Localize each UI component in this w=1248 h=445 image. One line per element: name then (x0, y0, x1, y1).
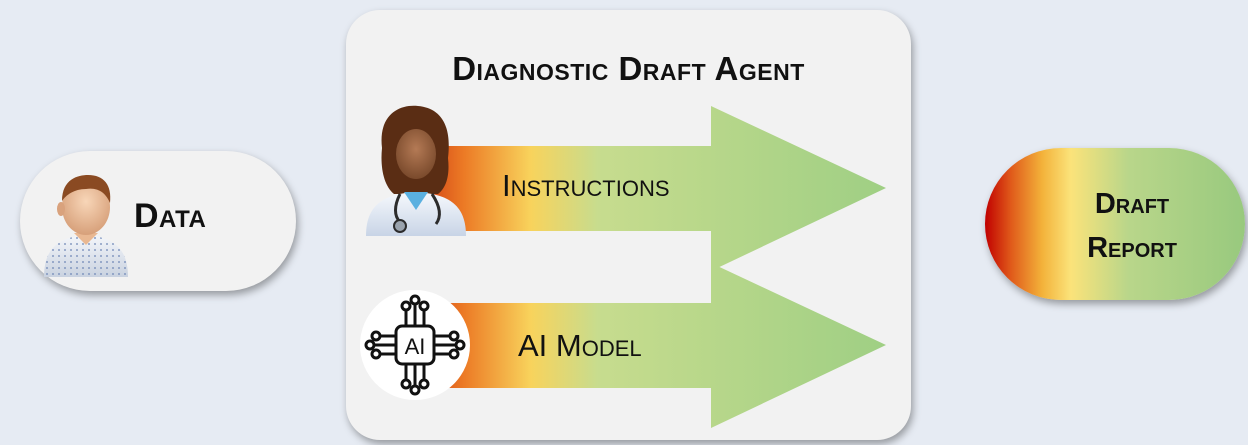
ai-chip-icon: AI (360, 290, 470, 400)
instructions-arrow (406, 106, 886, 271)
doctor-icon (366, 105, 466, 236)
agent-title: Diagnostic Draft Agent (452, 50, 805, 87)
diagnostic-draft-agent-box: Diagnostic Draft Agent Instructions AI M… (346, 10, 911, 440)
report-label-line1: Draft (1094, 188, 1170, 220)
ai-model-label: AI Model (518, 328, 642, 363)
instructions-label: Instructions (502, 168, 670, 203)
ai-chip-text: AI (405, 334, 426, 359)
data-label: Data (134, 197, 207, 235)
ai-model-arrow (406, 263, 886, 428)
patient-icon (44, 175, 128, 277)
data-node: Data (20, 151, 296, 291)
report-label-line2: Report (1087, 232, 1177, 264)
report-label: Draft Report (1019, 182, 1245, 270)
draft-report-node: Draft Report (985, 148, 1245, 300)
